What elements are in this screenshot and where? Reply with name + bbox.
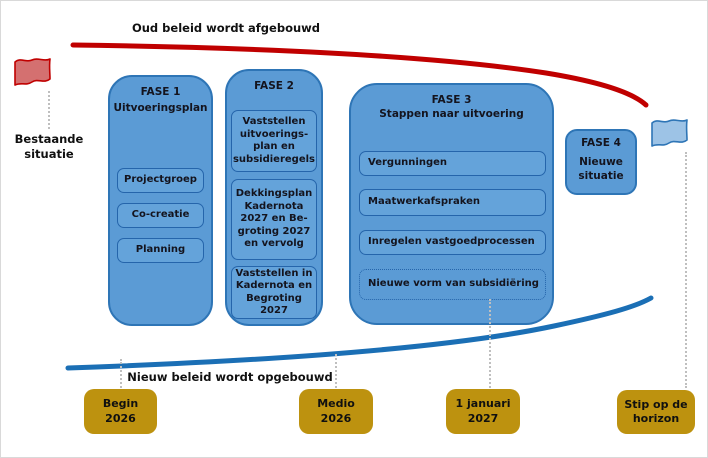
milestone-begin-2026: Begin 2026	[84, 389, 157, 434]
new-policy-label: Nieuw beleid wordt opgebouwd	[127, 370, 333, 384]
phase4-subtitle: Nieuwe situatie	[578, 156, 624, 182]
phase-box-fase2: FASE 2 Vaststellen uitvoerings- plan en …	[225, 69, 323, 326]
phase2-item-dekkingsplan: Dekkingsplan Kadernota 2027 en Be- groti…	[231, 179, 317, 260]
phase3-item-vergunningen: Vergunningen	[359, 151, 546, 176]
milestone-stip-op-de-horizon: Stip op de horizon	[617, 390, 695, 434]
phase2-item-vaststellen-plan: Vaststellen uitvoerings- plan en subsidi…	[231, 110, 317, 172]
phase2-title: FASE 2	[254, 80, 294, 92]
milestone-medio-2026: Medio 2026	[299, 389, 373, 434]
phase4-title: FASE 4	[581, 137, 621, 149]
phase-box-fase1: FASE 1 Uitvoeringsplan Projectgroep Co-c…	[108, 75, 213, 326]
horizon-connector-line	[685, 152, 687, 388]
red-flag-icon	[14, 58, 51, 86]
milestone-1-januari-2027: 1 januari 2027	[446, 389, 520, 434]
phase1-item-cocreatie: Co-creatie	[117, 203, 204, 228]
phase3-item-nieuwe-subsidiering: Nieuwe vorm van subsidiëring	[359, 269, 546, 300]
phase1-item-projectgroep: Projectgroep	[117, 168, 204, 193]
phase1-subtitle: Uitvoeringsplan	[113, 102, 208, 114]
blue-flag-icon	[651, 119, 688, 147]
start-label: Bestaande situatie	[14, 132, 84, 161]
phase-box-fase3: FASE 3 Stappen naar uitvoering Vergunnin…	[349, 83, 554, 325]
phase-box-fase4: FASE 4 Nieuwe situatie	[565, 129, 637, 195]
phase3-subtitle: Stappen naar uitvoering	[379, 108, 524, 120]
medio-connector-line	[335, 354, 337, 388]
phase3-item-maatwerkafspraken: Maatwerkafspraken	[359, 189, 546, 216]
old-policy-label: Oud beleid wordt afgebouwd	[131, 21, 321, 35]
phase3-item-inregelen: Inregelen vastgoedprocessen	[359, 230, 546, 255]
phase1-item-planning: Planning	[117, 238, 204, 263]
phase1-title: FASE 1	[140, 86, 181, 98]
phase3-title: FASE 3	[431, 94, 472, 106]
januari-connector-line	[489, 299, 491, 388]
phase2-item-vaststellen-kadernota: Vaststellen in Kadernota en Begroting 20…	[231, 266, 317, 319]
begin-connector-line	[120, 359, 122, 388]
start-connector-line	[48, 91, 50, 129]
